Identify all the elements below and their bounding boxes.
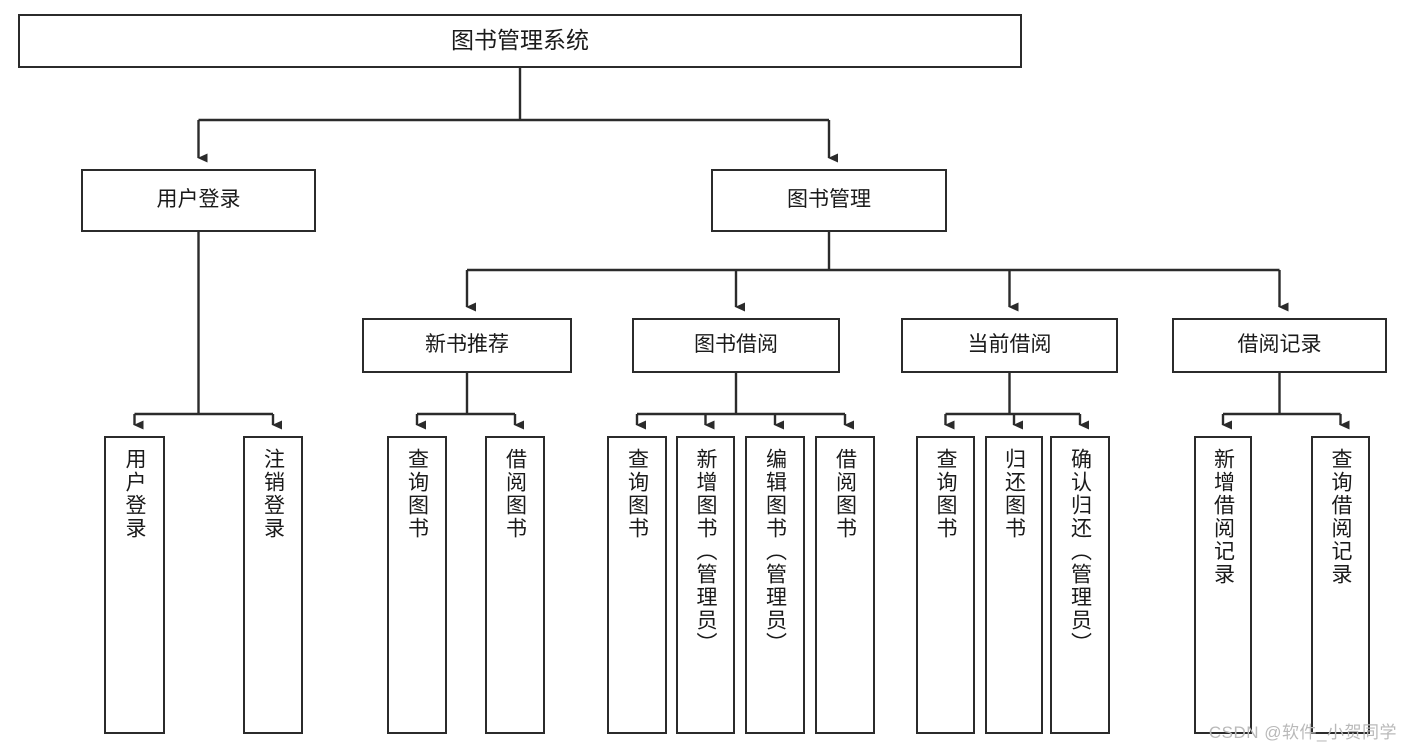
- node-label: 确认归还（管理员）: [1068, 448, 1092, 655]
- level2-node[interactable]: 当前借阅: [901, 318, 1118, 373]
- node-label: 借阅图书: [833, 448, 857, 540]
- leaf-node[interactable]: 用户登录: [104, 436, 165, 734]
- root-node[interactable]: 图书管理系统: [18, 14, 1022, 68]
- level1-node[interactable]: 图书管理: [711, 169, 947, 232]
- leaf-node[interactable]: 查询借阅记录: [1311, 436, 1370, 734]
- leaf-node[interactable]: 查询图书: [387, 436, 447, 734]
- node-label: 图书管理: [787, 188, 871, 212]
- node-label: 编辑图书（管理员）: [763, 448, 787, 655]
- level2-node[interactable]: 新书推荐: [362, 318, 572, 373]
- node-label: 图书管理系统: [451, 27, 589, 54]
- node-label: 新书推荐: [425, 333, 509, 357]
- node-label: 用户登录: [123, 448, 146, 540]
- node-label: 图书借阅: [694, 333, 778, 357]
- node-label: 查询图书: [625, 448, 649, 540]
- leaf-node[interactable]: 注销登录: [243, 436, 303, 734]
- node-label: 查询借阅记录: [1329, 448, 1352, 586]
- leaf-node[interactable]: 编辑图书（管理员）: [745, 436, 805, 734]
- node-label: 新增图书（管理员）: [694, 448, 717, 655]
- leaf-node[interactable]: 新增图书（管理员）: [676, 436, 735, 734]
- level2-node[interactable]: 图书借阅: [632, 318, 840, 373]
- node-label: 注销登录: [261, 448, 285, 540]
- leaf-node[interactable]: 新增借阅记录: [1194, 436, 1252, 734]
- node-label: 新增借阅记录: [1211, 448, 1235, 586]
- node-label: 用户登录: [156, 188, 241, 212]
- node-label: 借阅记录: [1237, 333, 1322, 357]
- node-label: 查询图书: [934, 448, 957, 540]
- csdn-watermark: CSDN @软件_小贺同学: [1208, 723, 1397, 742]
- node-label: 当前借阅: [967, 333, 1052, 357]
- leaf-node[interactable]: 归还图书: [985, 436, 1043, 734]
- node-label: 归还图书: [1002, 448, 1026, 540]
- leaf-node[interactable]: 查询图书: [916, 436, 975, 734]
- leaf-node[interactable]: 查询图书: [607, 436, 667, 734]
- node-label: 借阅图书: [503, 448, 527, 540]
- leaf-node[interactable]: 借阅图书: [485, 436, 545, 734]
- node-label: 查询图书: [405, 448, 429, 540]
- level1-node[interactable]: 用户登录: [81, 169, 316, 232]
- leaf-node[interactable]: 确认归还（管理员）: [1050, 436, 1110, 734]
- leaf-node[interactable]: 借阅图书: [815, 436, 875, 734]
- level2-node[interactable]: 借阅记录: [1172, 318, 1387, 373]
